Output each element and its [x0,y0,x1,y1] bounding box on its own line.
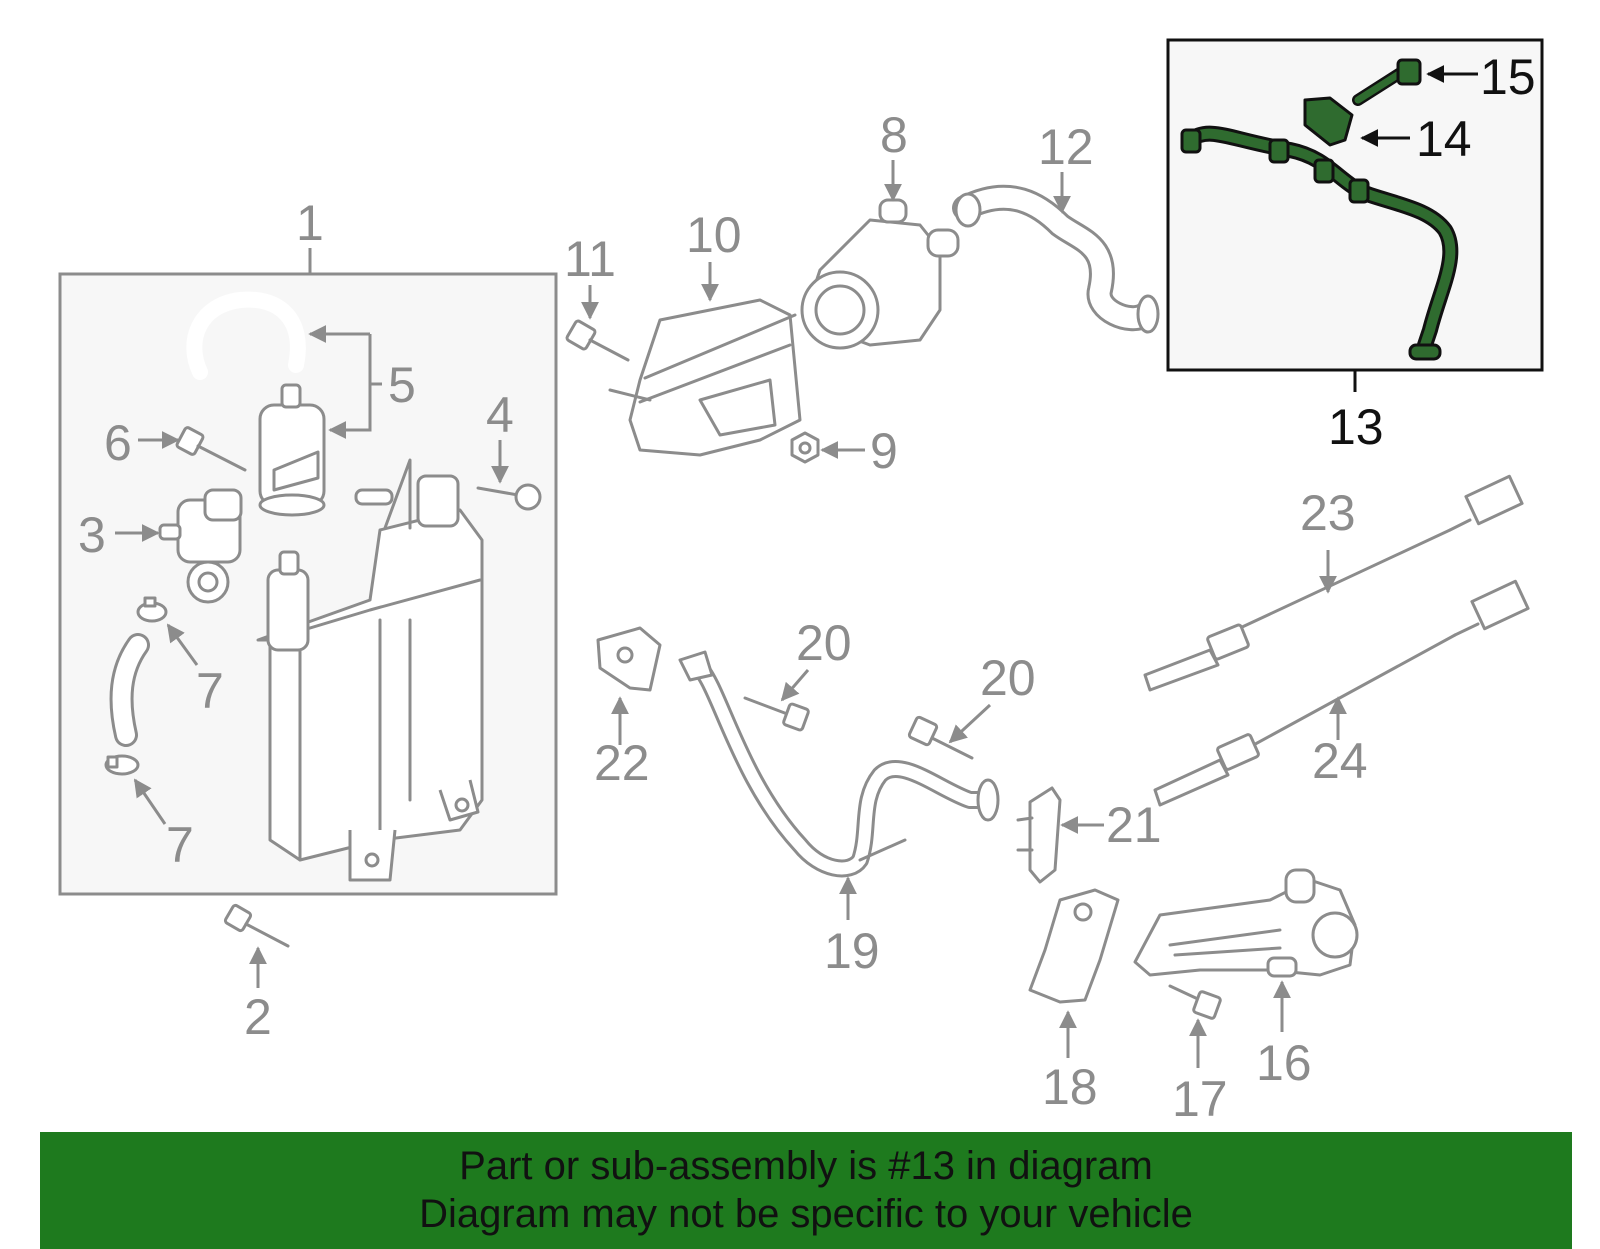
bracket-10 [608,298,802,457]
bolt-20-b [907,715,974,760]
callout-4: 4 [486,387,514,443]
callout-10: 10 [686,207,742,263]
hose-5 [186,291,306,380]
gasket-14-highlighted [1303,96,1354,147]
callout-20-a: 20 [796,615,852,671]
bolt-15-highlighted [1352,58,1422,106]
bolt-6 [175,426,247,472]
callout-24: 24 [1312,733,1368,789]
callout-7-lower: 7 [166,817,194,873]
bolt-17 [1168,984,1222,1020]
pipe-19 [678,650,1000,878]
callout-2: 2 [244,989,272,1045]
bolt-11 [565,319,630,362]
bracket-21 [1016,786,1062,884]
clamp-7-lower [104,754,140,776]
callout-13: 13 [1328,399,1384,455]
small-hose [109,633,150,747]
callout-8: 8 [880,107,908,163]
callout-12: 12 [1038,119,1094,175]
callout-7-upper: 7 [196,663,224,719]
callout-15: 15 [1480,49,1536,105]
clamp-7-upper [136,596,168,623]
callout-11: 11 [564,231,616,287]
callout-21: 21 [1106,797,1162,853]
pipe-12 [952,184,1160,334]
callout-16: 16 [1256,1035,1312,1091]
bolt-2 [223,903,290,948]
callout-23: 23 [1300,485,1356,541]
bolt-4 [476,483,542,511]
banner-line-2: Diagram may not be specific to your vehi… [419,1192,1193,1236]
gasket-22 [596,626,662,692]
pipe-13-highlighted [1180,125,1459,361]
egr-cooler-16 [1133,868,1359,978]
solenoid-valve-3 [158,488,243,604]
info-banner: Part or sub-assembly is #13 in diagram D… [40,1132,1572,1249]
callout-18: 18 [1042,1059,1098,1115]
callout-3: 3 [78,507,106,563]
callout-20-b: 20 [980,650,1036,706]
purge-valve-5 [258,383,326,517]
callout-14: 14 [1416,111,1472,167]
bolt-20-a [743,696,810,732]
oxygen-sensor-24 [1153,579,1530,807]
charcoal-canister [256,458,484,882]
callout-5: 5 [388,357,416,413]
callout-6: 6 [104,415,132,471]
nut-9 [790,431,820,464]
oxygen-sensor-23 [1143,474,1524,692]
callout-9: 9 [870,423,898,479]
banner-line-1: Part or sub-assembly is #13 in diagram [459,1144,1153,1188]
callout-19: 19 [824,923,880,979]
callout-17: 17 [1172,1071,1228,1127]
pump-8 [800,198,960,350]
callout-1: 1 [296,195,324,251]
gasket-18 [1028,888,1120,1004]
callout-22: 22 [594,735,650,791]
